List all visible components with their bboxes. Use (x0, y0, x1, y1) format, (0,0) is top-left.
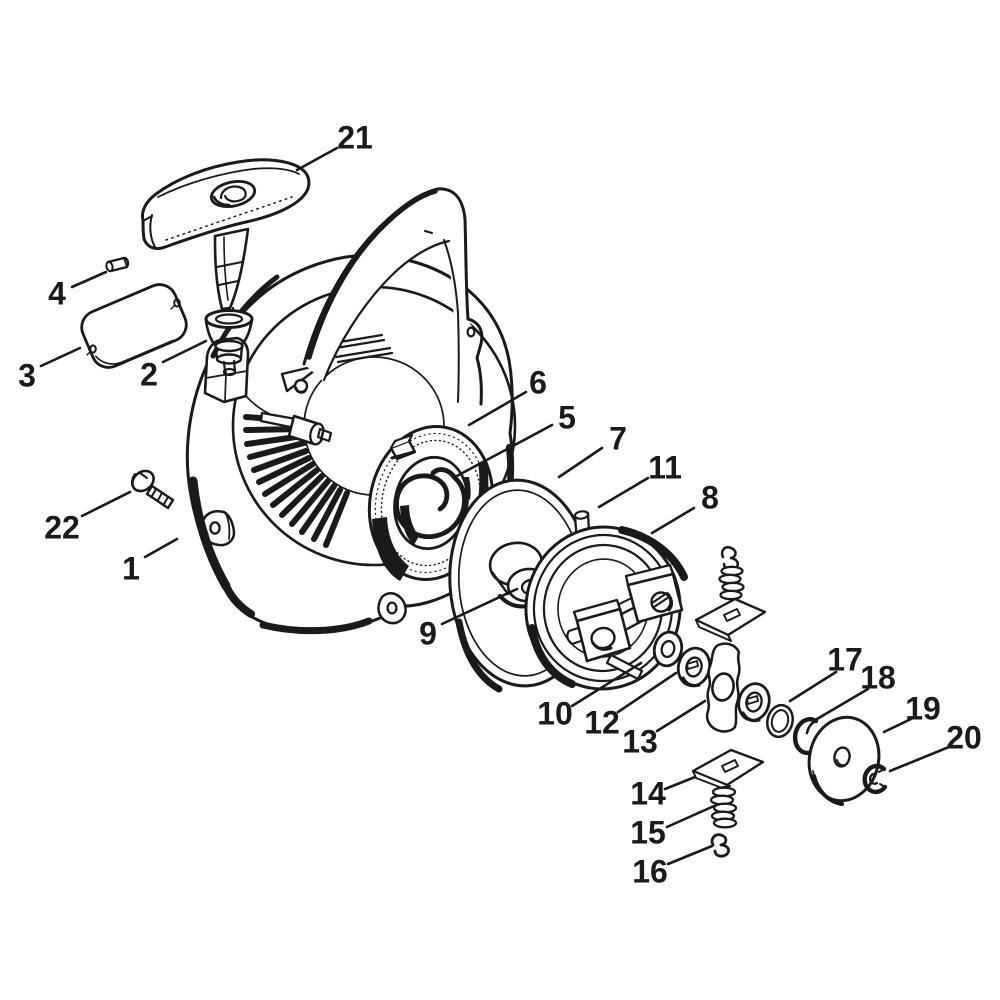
callout-6-leader (467, 390, 528, 427)
callout-20-leader (888, 745, 951, 773)
callout-7-leader (557, 446, 604, 479)
callout-3-label: 3 (18, 358, 36, 394)
callout-12-label: 12 (584, 705, 620, 741)
callout-22-leader (80, 490, 132, 518)
callout-11-leader (597, 476, 650, 509)
callout-9-label: 9 (419, 616, 437, 652)
mount-ear-bottom (377, 592, 407, 625)
callout-4-label: 4 (48, 276, 66, 312)
callout-22-label: 22 (44, 510, 80, 546)
callout-2-leader (161, 339, 208, 364)
callout-15-leader (665, 804, 716, 829)
callout-10-leader (570, 661, 643, 708)
part-4-pin (105, 256, 130, 273)
part-19-cover-disc (807, 715, 881, 806)
part-5-rewind-spring (394, 467, 467, 540)
callout-5-label: 5 (558, 400, 576, 436)
callout-2-label: 2 (140, 357, 158, 393)
mount-hole-right (466, 326, 476, 338)
part-14-leaf-spring (691, 748, 765, 792)
pawl-spring-set-upper (694, 545, 767, 642)
callout-17-leader (788, 670, 838, 703)
part-8-starter-pulley (524, 525, 688, 691)
rope-knot (219, 185, 247, 203)
callout-17-label: 17 (827, 642, 863, 678)
spring-anchor-tab (389, 433, 417, 461)
part-22-screw (131, 469, 175, 510)
slotted-washer-b (737, 682, 771, 723)
part-15-spring (709, 785, 738, 829)
callout-19-label: 19 (905, 691, 941, 727)
callout-3-leader (39, 346, 82, 368)
callout-9-leader (440, 587, 519, 626)
callout-12-leader (616, 671, 678, 714)
part-10-washer (652, 630, 684, 668)
callout-14-leader (663, 775, 697, 791)
part-12-slotted-washer (676, 646, 712, 688)
pawl-mechanism (566, 563, 684, 681)
callout-8-leader (650, 506, 696, 535)
mount-ear-left (200, 510, 236, 547)
callout-13-leader (655, 699, 707, 733)
callout-15-label: 15 (630, 815, 666, 851)
housing-hub (259, 363, 333, 446)
part-20-e-clip (862, 763, 888, 795)
part-3-cover-plate (80, 283, 188, 369)
callout-5-leader (453, 423, 554, 479)
part-21-starter-grip (141, 158, 311, 319)
callout-21-leader (295, 146, 339, 172)
part-17-washer (766, 703, 794, 739)
callout-18-label: 18 (860, 660, 896, 696)
callout-11-label: 11 (648, 450, 682, 486)
callout-1-label: 1 (122, 551, 140, 587)
callout-16-leader (666, 844, 714, 866)
callout-6-label: 6 (529, 365, 547, 401)
callout-1-leader (143, 537, 179, 559)
callout-19-leader (882, 717, 913, 734)
callout-7-label: 7 (609, 421, 627, 457)
callout-4-leader (70, 270, 108, 289)
part-16-clip (710, 833, 730, 858)
part-13-pawl-plate (705, 642, 741, 733)
part-1-fan-housing (185, 187, 517, 635)
callout-14-label: 14 (630, 776, 666, 812)
callout-20-label: 20 (946, 720, 982, 756)
callout-16-label: 16 (632, 854, 668, 890)
callout-13-label: 13 (622, 724, 658, 760)
housing-arch (302, 187, 484, 406)
callout-21-label: 21 (337, 120, 373, 156)
callout-10-label: 10 (537, 696, 573, 732)
callout-8-label: 8 (701, 480, 719, 516)
part-2-rope-bushing (204, 309, 254, 377)
callout-18-leader (815, 687, 870, 721)
